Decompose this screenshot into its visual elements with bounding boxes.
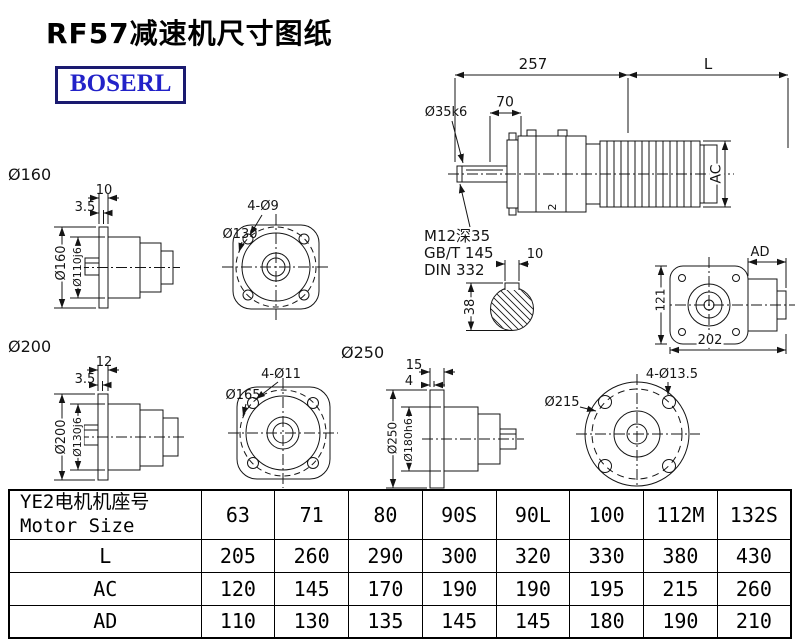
motor-size-column: 90S xyxy=(421,489,497,540)
table-cell: 145 xyxy=(495,604,571,639)
table-cell: 135 xyxy=(348,604,423,639)
table-row-L: L 205 260 290 300 320 330 380 430 xyxy=(8,538,792,573)
dim-flange160-step: 3.5 xyxy=(74,199,96,215)
table-row-AD: AD 110 130 135 145 145 180 190 210 xyxy=(8,604,792,639)
motor-size-column: 132S xyxy=(716,489,792,540)
dim-rear-AD: AD xyxy=(750,244,770,260)
motor-rear-view xyxy=(655,257,795,354)
table-cell: 330 xyxy=(569,538,644,573)
dim-flange250-thickness: 15 xyxy=(405,357,423,373)
row-label: L xyxy=(8,538,202,573)
table-cell: 145 xyxy=(274,571,349,606)
dim-flange250-holes: 4-Ø13.5 xyxy=(645,366,699,382)
motor-size-column: 100 xyxy=(569,489,644,540)
motor-size-label-en: Motor Size xyxy=(20,514,135,537)
table-cell: 380 xyxy=(643,538,718,573)
motor-size-header-cell: YE2电机机座号 Motor Size xyxy=(8,489,202,540)
motor-size-column: 63 xyxy=(200,489,276,540)
brand-logo: BOSERL xyxy=(55,66,187,104)
table-cell: 205 xyxy=(200,538,276,573)
table-cell: 290 xyxy=(348,538,423,573)
flange250-title-label: Ø250 xyxy=(341,343,385,362)
flange130-front-view xyxy=(222,214,330,320)
motor-size-column: 112M xyxy=(643,489,718,540)
dim-flange250-bolt-circle: Ø215 xyxy=(544,394,580,410)
table-cell: 215 xyxy=(643,571,718,606)
dim-rear-121: 121 xyxy=(653,287,668,313)
dim-flange160-holes: 4-Ø9 xyxy=(247,198,279,214)
dim-keyway-height: 38 xyxy=(462,297,479,317)
flange165-front-view xyxy=(228,378,338,488)
note-tap-hole: M12深35 xyxy=(424,227,491,245)
dim-flange160-bolt-circle: Ø130 xyxy=(222,226,258,242)
table-cell: 210 xyxy=(716,604,792,639)
table-header-row: YE2电机机座号 Motor Size 63 71 80 90S 90L 100… xyxy=(8,489,792,540)
dim-main-2: 2 xyxy=(545,202,560,212)
table-cell: 110 xyxy=(200,604,276,639)
flange215-front-view xyxy=(576,374,700,488)
table-cell: 145 xyxy=(421,604,497,639)
note-standard-din: DIN 332 xyxy=(424,261,485,279)
motor-size-column: 71 xyxy=(274,489,349,540)
table-cell: 320 xyxy=(495,538,571,573)
dim-main-70: 70 xyxy=(496,94,514,111)
dim-flange200-od: Ø200 xyxy=(53,418,70,456)
flange250-side-view xyxy=(386,368,524,489)
table-cell: 180 xyxy=(569,604,644,639)
dim-flange200-thickness: 12 xyxy=(95,354,113,370)
row-label: AD xyxy=(8,604,202,639)
row-label: AC xyxy=(8,571,202,606)
gearmotor-side-view xyxy=(448,71,789,228)
dim-flange250-od: Ø250 xyxy=(385,420,400,456)
dim-keyway-width: 10 xyxy=(526,246,544,262)
table-row-AC: AC 120 145 170 190 190 195 215 260 xyxy=(8,571,792,606)
motor-size-column: 80 xyxy=(348,489,423,540)
table-cell: 190 xyxy=(495,571,571,606)
dim-flange200-step: 3.5 xyxy=(74,371,96,387)
dim-main-AC: AC xyxy=(708,163,725,185)
dim-flange200-bolt-circle: Ø165 xyxy=(225,387,261,403)
drawing-canvas xyxy=(54,71,795,489)
table-cell: 195 xyxy=(569,571,644,606)
dimension-table: YE2电机机座号 Motor Size 63 71 80 90S 90L 100… xyxy=(8,489,792,639)
dim-flange160-od: Ø160 xyxy=(53,244,70,282)
note-standard-gbt: GB/T 145 xyxy=(424,244,494,262)
dim-rear-202: 202 xyxy=(696,332,724,349)
table-cell: 260 xyxy=(274,538,349,573)
dim-main-L: L xyxy=(703,54,713,73)
page-title: RF57减速机尺寸图纸 xyxy=(46,17,333,50)
dim-flange160-thickness: 10 xyxy=(95,182,113,198)
table-cell: 170 xyxy=(348,571,423,606)
table-cell: 190 xyxy=(421,571,497,606)
flange200-title-label: Ø200 xyxy=(8,337,52,356)
dim-flange250-spigot: Ø180h6 xyxy=(401,417,416,463)
flange160-title-label: Ø160 xyxy=(8,165,52,184)
table-cell: 120 xyxy=(200,571,276,606)
motor-size-label-cn: YE2电机机座号 xyxy=(20,491,150,513)
dim-main-257: 257 xyxy=(518,54,548,73)
dim-flange250-step: 4 xyxy=(404,373,414,389)
dim-flange160-spigot: Ø110j6 xyxy=(70,246,85,288)
table-cell: 430 xyxy=(716,538,792,573)
table-cell: 260 xyxy=(716,571,792,606)
motor-size-column: 90L xyxy=(495,489,571,540)
dim-flange200-holes: 4-Ø11 xyxy=(261,366,301,382)
table-cell: 190 xyxy=(643,604,718,639)
table-cell: 300 xyxy=(421,538,497,573)
table-cell: 130 xyxy=(274,604,349,639)
dim-flange200-spigot: Ø130j6 xyxy=(70,416,85,458)
dim-main-shaft: Ø35k6 xyxy=(424,104,468,120)
